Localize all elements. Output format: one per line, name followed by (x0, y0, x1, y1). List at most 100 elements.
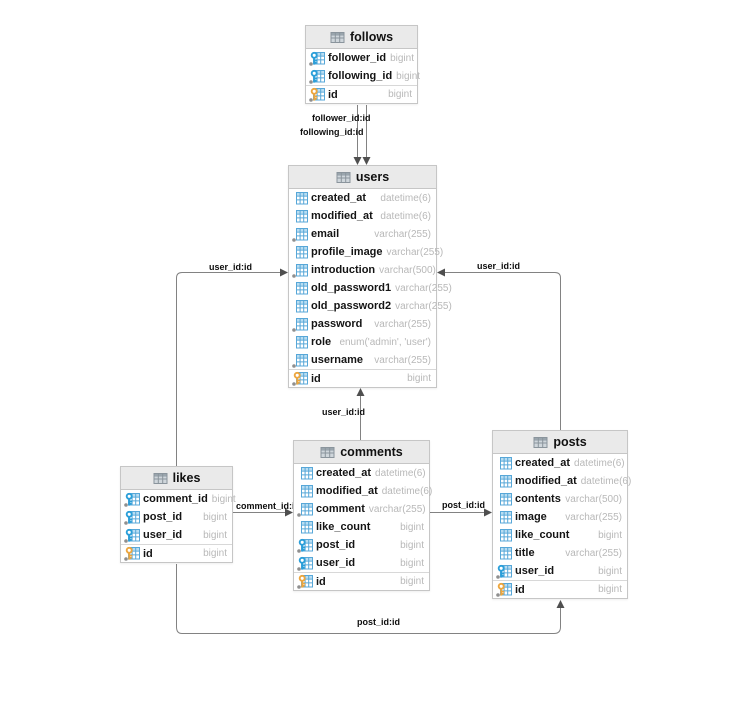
field-user-id[interactable]: user_id bigint (493, 562, 627, 580)
field-type: varchar(255) (395, 300, 452, 312)
field-name: created_at (316, 467, 372, 479)
field-name: old_password2 (311, 300, 392, 312)
field-type: bigint (400, 539, 424, 551)
field-id[interactable]: id bigint (121, 544, 232, 562)
field-profile-image[interactable]: profile_image varchar(255) (289, 243, 443, 261)
field-post-id[interactable]: post_id bigint (121, 508, 232, 526)
primary-key-icon (496, 582, 513, 597)
field-modified-at[interactable]: modified_at datetime(6) (294, 482, 432, 500)
nullable-column-icon (292, 227, 309, 242)
field-name: username (311, 354, 363, 366)
field-type: bigint (203, 529, 227, 541)
relationship-comments-post-id[interactable] (430, 508, 492, 517)
field-old-password2[interactable]: old_password2 varchar(255) (289, 297, 452, 315)
table-users[interactable]: users created_at datetime(6) modified_at… (288, 165, 452, 388)
column-icon (292, 209, 309, 224)
field-type: enum('admin', 'user') (339, 336, 431, 348)
field-name: id (328, 88, 338, 101)
field-id[interactable]: id bigint (294, 572, 429, 590)
table-icon (330, 31, 345, 43)
field-name: password (311, 318, 363, 330)
relationship-likes-post-id[interactable] (176, 564, 565, 634)
field-user-id[interactable]: user_id bigint (121, 526, 232, 544)
field-contents[interactable]: contents varchar(500) (493, 490, 627, 508)
field-email[interactable]: email varchar(255) (289, 225, 436, 243)
field-type: bigint (211, 493, 236, 505)
field-id[interactable]: id bigint (289, 369, 436, 387)
table-posts[interactable]: posts created_at datetime(6) modified_at… (492, 430, 631, 599)
field-title[interactable]: title varchar(255) (493, 544, 627, 562)
nullable-column-icon (297, 502, 314, 517)
field-name: profile_image (311, 246, 383, 258)
primary-key-icon (309, 87, 326, 102)
field-following-id[interactable]: following_id bigint (306, 67, 420, 85)
field-password[interactable]: password varchar(255) (289, 315, 436, 333)
field-created-at[interactable]: created_at datetime(6) (493, 454, 627, 472)
table-header-likes[interactable]: likes (121, 467, 232, 490)
field-follower-id[interactable]: follower_id bigint (306, 49, 417, 67)
table-likes[interactable]: likes comment_id bigint post_id bigint u… (120, 466, 236, 563)
table-header-users[interactable]: users (289, 166, 436, 189)
field-like-count[interactable]: like_count bigint (493, 526, 627, 544)
table-comments[interactable]: comments created_at datetime(6) modified… (293, 440, 432, 591)
relationship-posts-user-id[interactable] (437, 268, 561, 431)
field-name: introduction (311, 264, 376, 276)
primary-key-icon (124, 546, 141, 561)
field-name: modified_at (515, 475, 577, 487)
field-post-id[interactable]: post_id bigint (294, 536, 429, 554)
field-type: varchar(255) (374, 228, 431, 240)
column-icon (496, 492, 513, 507)
field-introduction[interactable]: introduction varchar(500) (289, 261, 436, 279)
table-header-follows[interactable]: follows (306, 26, 417, 49)
column-icon (496, 474, 513, 489)
table-title: likes (172, 471, 201, 485)
field-type: bigint (598, 529, 622, 541)
table-title: users (355, 170, 390, 184)
field-type: varchar(255) (368, 503, 426, 515)
field-type: bigint (400, 576, 424, 587)
field-comment[interactable]: comment varchar(255) (294, 500, 429, 518)
field-id[interactable]: id bigint (493, 580, 627, 598)
relationship-follows-follower-id[interactable] (353, 105, 362, 165)
field-type: bigint (388, 89, 412, 100)
field-type: bigint (407, 373, 431, 384)
foreign-key-icon (297, 556, 314, 571)
field-old-password1[interactable]: old_password1 varchar(255) (289, 279, 452, 297)
field-type: datetime(6) (381, 485, 433, 497)
relationship-label: following_id:id (300, 127, 364, 137)
foreign-key-icon (124, 492, 141, 507)
field-image[interactable]: image varchar(255) (493, 508, 627, 526)
field-user-id[interactable]: user_id bigint (294, 554, 429, 572)
relationship-label: post_id:id (442, 500, 485, 510)
field-name: role (311, 336, 332, 348)
field-comment-id[interactable]: comment_id bigint (121, 490, 236, 508)
field-like-count[interactable]: like_count bigint (294, 518, 429, 536)
field-name: user_id (316, 557, 356, 569)
field-role[interactable]: role enum('admin', 'user') (289, 333, 436, 351)
field-modified-at[interactable]: modified_at datetime(6) (289, 207, 436, 225)
field-id[interactable]: id bigint (306, 85, 417, 103)
column-icon (496, 546, 513, 561)
field-modified-at[interactable]: modified_at datetime(6) (493, 472, 631, 490)
table-header-comments[interactable]: comments (294, 441, 429, 464)
column-icon (292, 191, 309, 206)
field-created-at[interactable]: created_at datetime(6) (294, 464, 429, 482)
table-follows[interactable]: follows follower_id bigint following_id … (305, 25, 420, 104)
relationship-comments-user-id[interactable] (356, 388, 365, 440)
column-icon (297, 484, 314, 499)
column-icon (292, 245, 309, 260)
field-type: datetime(6) (580, 475, 632, 487)
column-icon (297, 520, 314, 535)
table-header-posts[interactable]: posts (493, 431, 627, 454)
table-title: posts (553, 435, 587, 449)
relationship-likes-user-id[interactable] (176, 268, 289, 467)
relationship-follows-following-id[interactable] (362, 105, 371, 165)
relationship-likes-comment-id[interactable] (233, 508, 293, 517)
field-username[interactable]: username varchar(255) (289, 351, 436, 369)
field-type: bigint (598, 565, 622, 577)
foreign-key-icon (309, 69, 326, 84)
nullable-column-icon (292, 317, 309, 332)
field-created-at[interactable]: created_at datetime(6) (289, 189, 436, 207)
field-name: title (515, 547, 535, 559)
